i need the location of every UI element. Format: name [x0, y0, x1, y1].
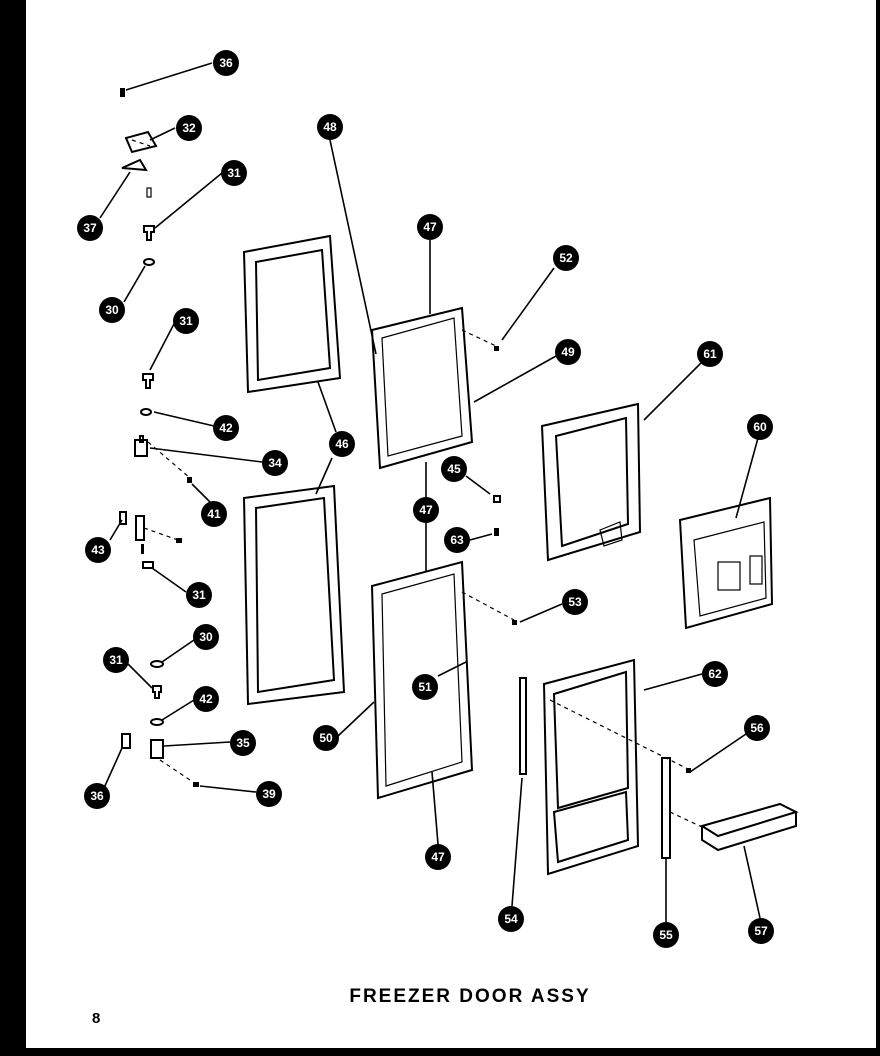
- callout: 42: [213, 415, 239, 441]
- page-number: 8: [92, 1010, 101, 1027]
- screws: [493, 346, 691, 773]
- callout: 35: [230, 730, 256, 756]
- callout-label: 54: [504, 912, 518, 926]
- callout-label: 31: [179, 314, 193, 328]
- callout: 30: [193, 624, 219, 650]
- callout: 42: [193, 686, 219, 712]
- callout: 41: [201, 501, 227, 527]
- callout: 62: [702, 661, 728, 687]
- callout: 39: [256, 781, 282, 807]
- callout: 49: [555, 339, 581, 365]
- callout: 47: [425, 844, 451, 870]
- callout-label: 30: [105, 303, 119, 317]
- callout-label: 49: [561, 345, 575, 359]
- callout-label: 48: [323, 120, 337, 134]
- callout-label: 39: [262, 787, 276, 801]
- assembly-lines: [131, 139, 705, 829]
- callout-label: 31: [109, 653, 123, 667]
- callout: 36: [84, 783, 110, 809]
- callout: 31: [173, 308, 199, 334]
- callout: 31: [221, 160, 247, 186]
- callout: 45: [441, 456, 467, 482]
- dispenser-module: [678, 496, 774, 630]
- callout-label: 51: [418, 680, 432, 694]
- callout-label: 52: [559, 251, 573, 265]
- callout: 32: [176, 115, 202, 141]
- callout: 54: [498, 906, 524, 932]
- trim-strips: [519, 677, 799, 859]
- upper-hinge-parts: [120, 88, 192, 483]
- callout-label: 60: [753, 420, 767, 434]
- callout: 51: [412, 674, 438, 700]
- callout-label: 31: [227, 166, 241, 180]
- callouts: 36 32 31 37 30 31 42 34 41 43 31 30 31 4…: [77, 50, 774, 948]
- callout-label: 57: [754, 924, 768, 938]
- callout-label: 36: [219, 56, 233, 70]
- callout-label: 56: [750, 721, 764, 735]
- callout: 60: [747, 414, 773, 440]
- callout: 37: [77, 215, 103, 241]
- callout: 46: [329, 431, 355, 457]
- callout-label: 42: [199, 692, 213, 706]
- callout: 63: [444, 527, 470, 553]
- door-gaskets: [242, 234, 346, 706]
- callout-label: 63: [450, 533, 464, 547]
- callout-label: 45: [447, 462, 461, 476]
- diagram-title: FREEZER DOOR ASSY: [349, 986, 591, 1007]
- callout-label: 46: [335, 437, 349, 451]
- lower-hinge-parts: [119, 511, 199, 787]
- door-panels: [370, 306, 474, 800]
- callout-label: 32: [182, 121, 196, 135]
- callout: 47: [413, 497, 439, 523]
- callout: 31: [103, 647, 129, 673]
- callout: 55: [653, 922, 679, 948]
- callout-label: 37: [83, 221, 97, 235]
- callout: 61: [697, 341, 723, 367]
- callout: 36: [213, 50, 239, 76]
- callout: 34: [262, 450, 288, 476]
- callout: 53: [562, 589, 588, 615]
- callout: 47: [417, 214, 443, 240]
- callout: 30: [99, 297, 125, 323]
- callout: 50: [313, 725, 339, 751]
- diagram-sheet: [26, 0, 876, 1048]
- callout: 56: [744, 715, 770, 741]
- callout-label: 47: [423, 220, 437, 234]
- callout-label: 36: [90, 789, 104, 803]
- leader-lines: [99, 62, 761, 922]
- callout: 43: [85, 537, 111, 563]
- callout-label: 50: [319, 731, 333, 745]
- callout-label: 53: [568, 595, 582, 609]
- callout-label: 41: [207, 507, 221, 521]
- callout-label: 42: [219, 421, 233, 435]
- callout: 52: [553, 245, 579, 271]
- callout-label: 43: [91, 543, 105, 557]
- callout-label: 31: [192, 588, 206, 602]
- callout-label: 30: [199, 630, 213, 644]
- callout: 57: [748, 918, 774, 944]
- callout: 31: [186, 582, 212, 608]
- callout-label: 47: [431, 850, 445, 864]
- inner-liners: [540, 402, 642, 876]
- callout-label: 55: [659, 928, 673, 942]
- callout-label: 35: [236, 736, 250, 750]
- callout-label: 62: [708, 667, 722, 681]
- callout-label: 34: [268, 456, 282, 470]
- callout: 48: [317, 114, 343, 140]
- callout-label: 47: [419, 503, 433, 517]
- callout-label: 61: [703, 347, 717, 361]
